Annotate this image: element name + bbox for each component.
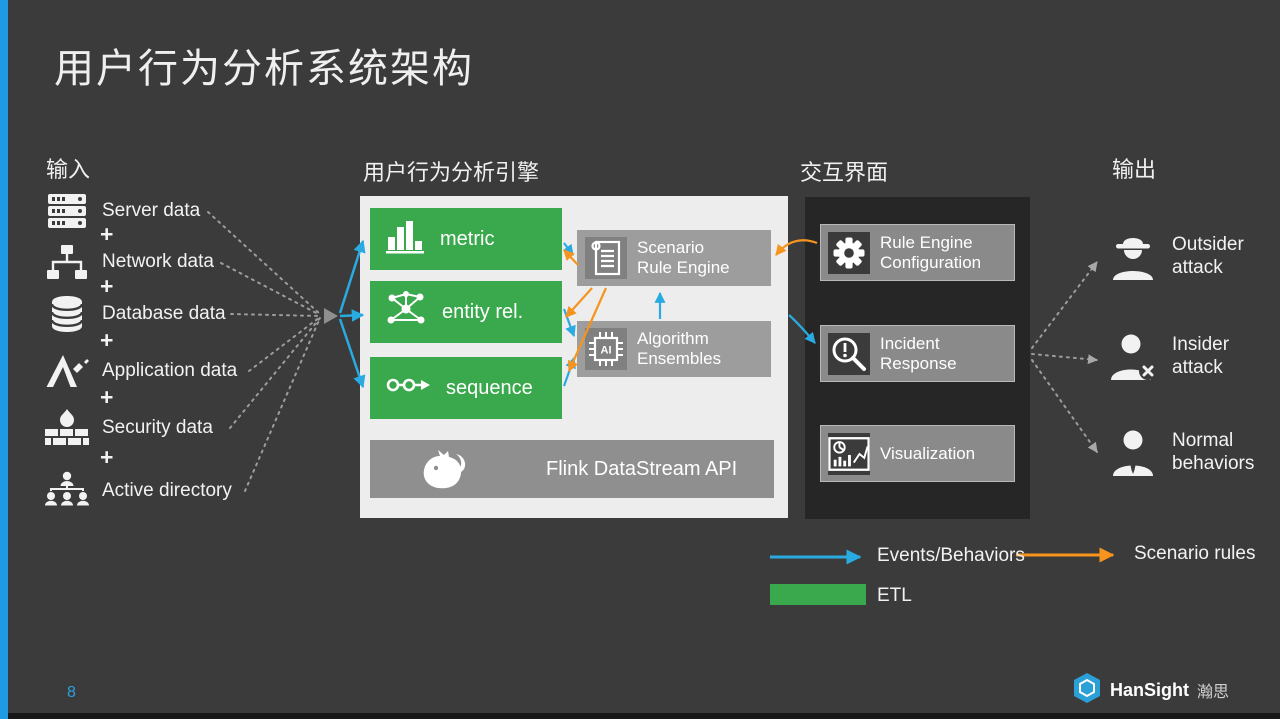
flink-label: Flink DataStream API — [546, 457, 738, 480]
engine-box-label: metric — [440, 227, 495, 250]
ui-box-rule-engine-configuration: Rule Engine Configuration — [820, 224, 1015, 281]
gear-icon — [828, 231, 870, 274]
output-label: Outsider attack — [1172, 234, 1244, 278]
plus-sign: + — [100, 273, 114, 299]
input-item-network-data: Network data — [42, 243, 214, 281]
plus-sign: + — [100, 444, 114, 470]
section-label-ui: 交互界面 — [800, 160, 889, 185]
entity-graph-icon — [385, 290, 427, 334]
flink-datastream-box: Flink DataStream API — [370, 440, 774, 498]
brand-logo: HanSight 瀚思 — [1072, 672, 1230, 709]
ui-box-visualization: Visualization — [820, 425, 1015, 482]
ui-box-label: Rule Engine Configuration — [880, 232, 982, 272]
section-label-input: 输入 — [46, 157, 91, 182]
plus-sign: + — [100, 221, 114, 247]
application-icon — [42, 353, 92, 389]
database-icon — [42, 295, 92, 333]
brand-name: HanSight — [1110, 679, 1189, 700]
legend-etl: ETL — [877, 585, 912, 606]
scroll-icon — [585, 237, 627, 279]
input-label: Active directory — [102, 480, 232, 501]
ai-chip-icon: AI — [585, 328, 627, 370]
flink-squirrel-icon — [416, 446, 468, 492]
output-item-insider-attack: Insider attack — [1106, 332, 1272, 382]
page-number: 8 — [67, 684, 76, 701]
bar-chart-icon — [385, 217, 425, 261]
ui-box-label: Incident Response — [880, 333, 957, 373]
input-label: Server data — [102, 200, 201, 221]
output-item-outsider-attack: Outsider attack — [1106, 232, 1272, 282]
legend-etl-swatch — [770, 584, 866, 605]
input-label: Database data — [102, 303, 226, 324]
engine-box-sequence: sequence — [370, 357, 562, 419]
section-label-engine: 用户行为分析引擎 — [363, 160, 540, 185]
output-label: Normal behaviors — [1172, 430, 1255, 474]
input-item-database-data: Database data — [42, 295, 226, 333]
page-title: 用户行为分析系统架构 — [54, 47, 474, 91]
engine-box-metric: metric — [370, 208, 562, 270]
input-label: Application data — [102, 360, 238, 381]
outsider-attack-icon — [1106, 232, 1160, 282]
input-label: Network data — [102, 251, 214, 272]
hansight-shield-icon — [1072, 672, 1102, 709]
insider-attack-icon — [1106, 332, 1160, 382]
input-label: Security data — [102, 417, 213, 438]
engine-box-scenario-rule-engine: Scenario Rule Engine — [577, 230, 771, 286]
input-item-active-directory: Active directory — [42, 471, 232, 511]
section-label-output: 输出 — [1112, 157, 1157, 182]
input-item-server-data: Server data — [42, 192, 200, 230]
plus-sign: + — [100, 384, 114, 410]
brand-name-cn: 瀚思 — [1197, 684, 1230, 701]
sequence-icon — [385, 370, 431, 406]
engine-box-algorithm-ensembles: AI Algorithm Ensembles — [577, 321, 771, 377]
visualization-icon — [828, 432, 870, 475]
output-item-normal-behaviors: Normal behaviors — [1106, 428, 1272, 478]
legend-scenario-rules: Scenario rules — [1134, 543, 1256, 564]
engine-box-entity-rel: entity rel. — [370, 281, 562, 343]
legend-events-behaviors: Events/Behaviors — [877, 545, 1025, 566]
server-icon — [42, 193, 92, 229]
engine-box-label: sequence — [446, 376, 533, 399]
output-label: Insider attack — [1172, 334, 1230, 378]
engine-box-label: Algorithm Ensembles — [637, 329, 722, 368]
ui-box-incident-response: Incident Response — [820, 325, 1015, 382]
normal-user-icon — [1106, 428, 1160, 478]
active-directory-icon — [42, 471, 92, 511]
plus-sign: + — [100, 327, 114, 353]
ui-box-label: Visualization — [880, 443, 976, 463]
incident-search-icon — [828, 332, 870, 375]
engine-box-label: entity rel. — [442, 300, 524, 323]
input-item-application-data: Application data — [42, 352, 237, 390]
svg-text:AI: AI — [601, 345, 612, 357]
security-icon — [42, 409, 92, 447]
engine-box-label: Scenario Rule Engine — [637, 238, 730, 277]
network-icon — [42, 244, 92, 280]
left-edge-stripe — [0, 0, 8, 719]
bottom-bar — [8, 713, 1280, 719]
input-item-security-data: Security data — [42, 409, 213, 447]
